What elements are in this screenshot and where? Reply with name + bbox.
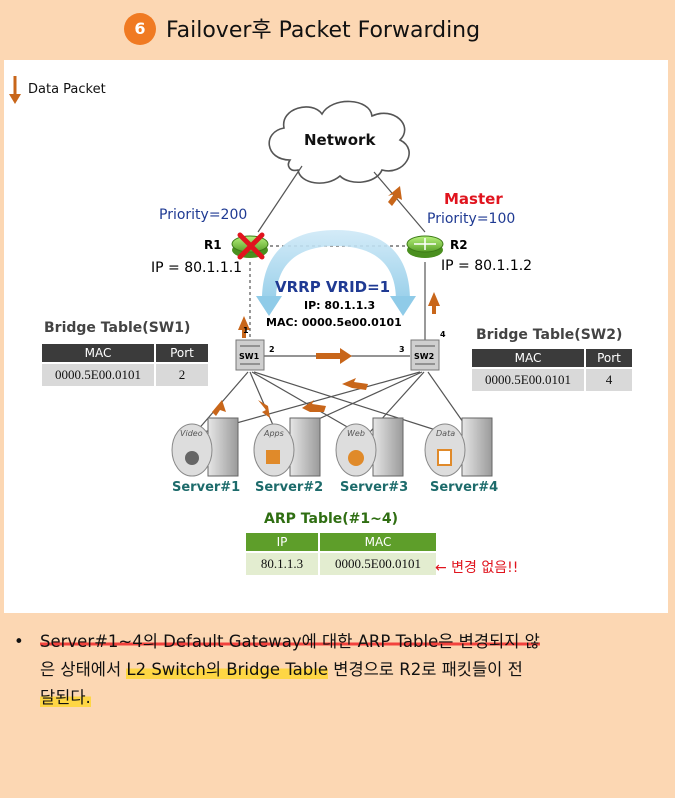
port-2-label: 2 — [269, 345, 275, 354]
r1-name: R1 — [204, 238, 222, 252]
r1-priority: Priority=200 — [159, 207, 248, 223]
vrrp-title: VRRP VRID=1 — [275, 278, 391, 296]
bridge-table-sw1-title: Bridge Table(SW1) — [44, 320, 191, 336]
vrrp-ip: IP: 80.1.1.3 — [304, 299, 376, 312]
server-1-label: Server#1 — [172, 480, 241, 495]
server-4-icon — [424, 417, 493, 477]
col-mac: MAC — [320, 533, 436, 551]
mac-cell: 0000.5E00.0101 — [320, 553, 436, 575]
network-cloud-icon — [268, 100, 410, 184]
vrrp-arc-icon — [262, 230, 410, 300]
diagram-graphics: Video Apps Web Data — [9, 76, 493, 477]
bullet-line-1: Server#1~4의 Default Gateway에 대한 ARP Tabl… — [40, 632, 540, 651]
server-3-tag: Web — [347, 429, 365, 438]
network-label: Network — [304, 131, 376, 149]
bullet-text: • Server#1~4의 Default Gateway에 대한 ARP Ta… — [14, 628, 664, 712]
sw2-label: SW2 — [414, 352, 435, 361]
failed-x-icon — [237, 232, 265, 260]
server-2-label: Server#2 — [255, 480, 324, 495]
switch-sw1-icon — [235, 339, 265, 371]
bullet-line-3: 달된다. — [40, 688, 91, 707]
server-4-label: Server#4 — [430, 480, 499, 495]
col-port: Port — [586, 349, 632, 367]
col-port: Port — [156, 344, 208, 362]
packet-arrows — [212, 186, 440, 418]
bullet-line-2-highlight: L2 Switch의 Bridge Table — [126, 660, 329, 679]
server-2-icon — [253, 417, 321, 477]
server-3-icon — [335, 417, 404, 477]
ip-cell: 80.1.1.3 — [246, 553, 318, 575]
port-1-label: 1 — [243, 326, 249, 335]
legend-label: Data Packet — [28, 82, 106, 97]
mac-cell: 0000.5E00.0101 — [472, 369, 584, 391]
r2-priority: Priority=100 — [427, 211, 516, 227]
master-label: Master — [444, 190, 503, 208]
legend-arrow-icon — [9, 76, 21, 104]
port-3-label: 3 — [399, 345, 405, 354]
page-title: Failover후 Packet Forwarding — [166, 18, 481, 43]
mac-cell: 0000.5E00.0101 — [42, 364, 154, 386]
server-3-label: Server#3 — [340, 480, 409, 495]
server-1-icon — [171, 417, 239, 477]
port-cell: 4 — [586, 369, 632, 391]
server-4-tag: Data — [436, 429, 455, 438]
col-mac: MAC — [472, 349, 584, 367]
bullet-line-2a: 은 상태에서 — [40, 660, 127, 679]
bullet-dot: • — [14, 632, 24, 651]
col-mac: MAC — [42, 344, 154, 362]
header-bar — [0, 0, 675, 58]
server-2-tag: Apps — [263, 429, 284, 438]
r1-ip: IP = 80.1.1.1 — [151, 260, 243, 276]
r2-name: R2 — [450, 238, 468, 252]
bridge-table-sw2-title: Bridge Table(SW2) — [476, 327, 623, 343]
port-cell: 2 — [156, 364, 208, 386]
bullet-line-2c: 변경으로 R2로 패킷들이 전 — [328, 660, 523, 679]
vrrp-mac: MAC: 0000.5e00.0101 — [266, 316, 402, 329]
sw1-label: SW1 — [239, 352, 260, 361]
switch-sw2-icon — [410, 339, 440, 371]
r2-ip: IP = 80.1.1.2 — [441, 258, 533, 274]
router-r2-icon — [406, 235, 444, 258]
step-number-badge: 6 — [124, 13, 156, 45]
port-4-label: 4 — [440, 330, 446, 339]
arp-unchanged-note: ← 변경 없음!! — [435, 560, 519, 576]
server-1-tag: Video — [180, 429, 203, 438]
arp-table-title: ARP Table(#1~4) — [264, 511, 398, 527]
col-ip: IP — [246, 533, 318, 551]
